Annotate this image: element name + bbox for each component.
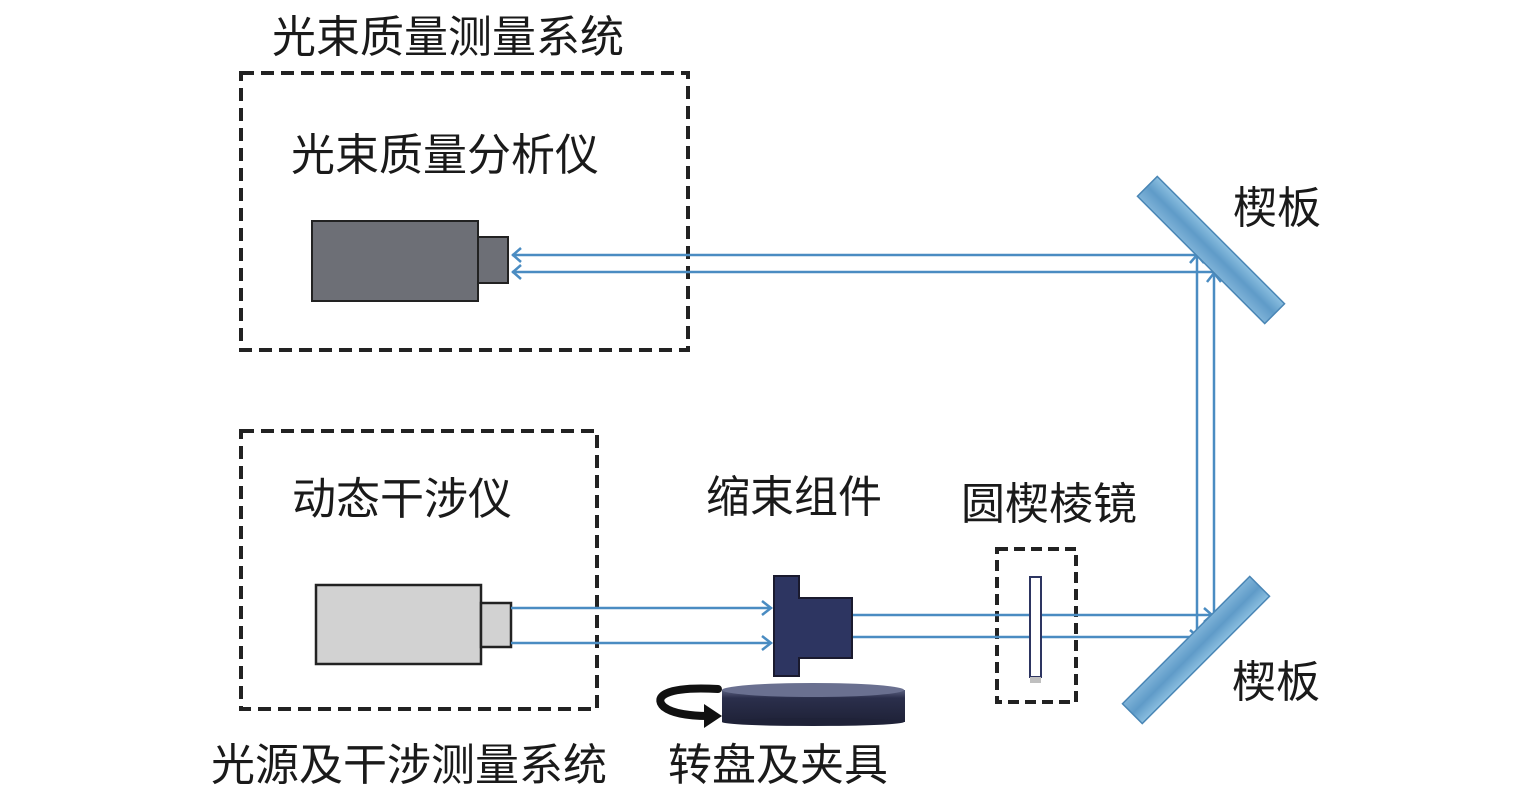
turntable-fixture-label: 转盘及夹具 [668,740,888,791]
beam-reducer-device [773,575,853,677]
circular-wedge-prism-label: 圆楔棱镜 [961,479,1137,530]
beam-quality-system-box [239,71,690,352]
turntable-device [722,683,905,726]
wedge-prism-box [995,547,1078,704]
beam-quality-system-label: 光束质量测量系统 [272,12,624,63]
rotation-arrow-icon [656,684,722,728]
source-interference-system-box [239,429,599,711]
wedge-plate-bottom-mirror [1121,575,1271,725]
wedge-plate-bottom-label: 楔板 [1232,657,1320,708]
dynamic-interferometer-device [314,583,513,666]
beam-quality-analyzer-device [311,220,509,302]
source-interference-system-label: 光源及干涉测量系统 [211,740,607,791]
dynamic-interferometer-label: 动态干涉仪 [292,474,512,525]
beam-paths [511,253,1216,645]
beam-reducer-label: 缩束组件 [706,472,882,523]
wedge-plate-top-mirror [1136,175,1286,325]
circular-wedge-prism-device [1029,576,1042,683]
wedge-plate-top-label: 楔板 [1233,183,1321,234]
beam-arrowheads [511,247,1222,651]
beam-quality-analyzer-label: 光束质量分析仪 [291,130,599,181]
